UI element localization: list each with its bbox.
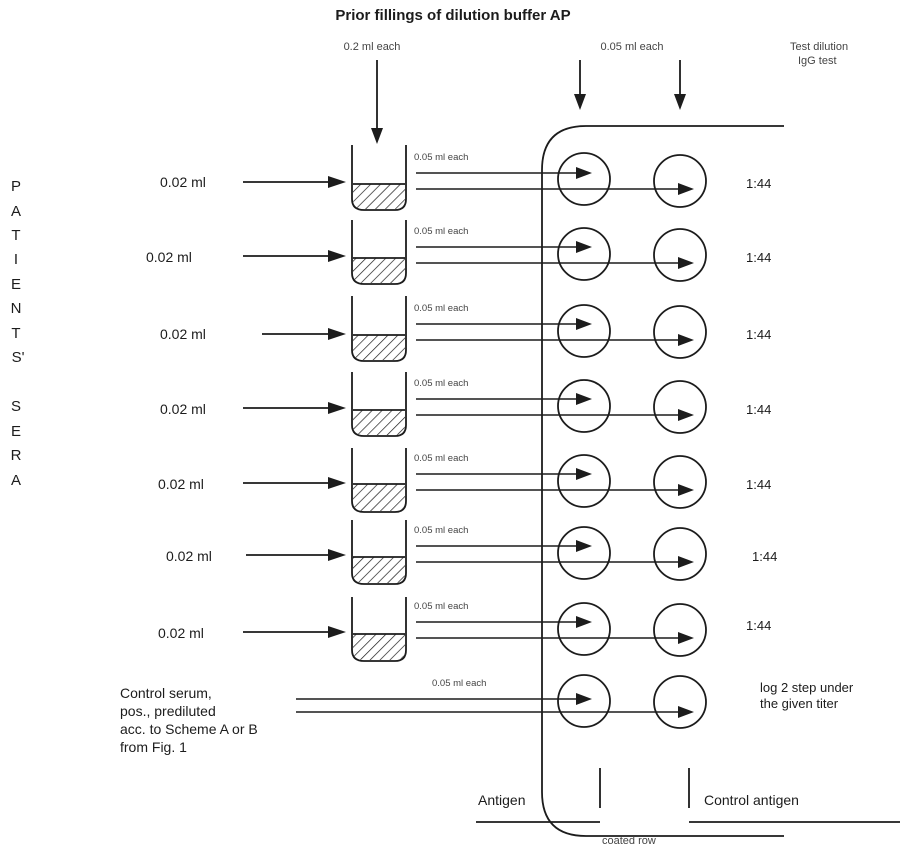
row-dilution: 1:44	[746, 327, 771, 342]
row-volume: 0.02 ml	[146, 249, 192, 265]
patient-row: 0.02 ml 0.05 ml each 1:44	[158, 448, 771, 513]
row-transfer-label: 0.05 ml each	[414, 601, 468, 612]
row-dilution: 1:44	[746, 250, 771, 265]
patient-row: 0.02 ml 0.05 ml each 1:44	[160, 372, 771, 437]
side-letter-6: N	[11, 300, 22, 317]
row-volume: 0.02 ml	[160, 401, 206, 417]
fill-label-right: 0.05 ml each	[601, 41, 664, 53]
row-dilution: 1:44	[746, 402, 771, 417]
row-volume: 0.02 ml	[158, 625, 204, 641]
control-antigen-label: Control antigen	[704, 792, 799, 808]
side-letter-7: T	[11, 325, 20, 342]
row-volume: 0.02 ml	[166, 548, 212, 564]
row-dilution: 1:44	[752, 549, 777, 564]
row-volume: 0.02 ml	[158, 476, 204, 492]
row-transfer-label: 0.05 ml each	[414, 152, 468, 163]
patient-row: 0.02 ml 0.05 ml each 1:44	[158, 597, 771, 662]
side-letter-9: S	[11, 398, 21, 415]
side-letter-3: T	[11, 227, 20, 244]
patient-row: 0.02 ml 0.05 ml each 1:44	[146, 220, 771, 285]
patient-row: 0.02 ml 0.05 ml each 1:44	[160, 296, 771, 362]
coated-row-label: coated row	[602, 835, 656, 847]
row-dilution: 1:44	[746, 477, 771, 492]
side-letter-4: I	[14, 251, 18, 268]
fill-arrows	[371, 60, 686, 144]
control-label-line-2: pos., prediluted	[120, 703, 216, 719]
control-transfer-label: 0.05 ml each	[432, 678, 486, 689]
control-note-line-2: the given titer	[760, 696, 839, 711]
side-letter-2: A	[11, 203, 21, 220]
row-dilution: 1:44	[746, 176, 771, 191]
control-label-line-1: Control serum,	[120, 685, 212, 701]
side-letter-5: E	[11, 276, 21, 293]
control-row: Control serum, pos., prediluted acc. to …	[120, 674, 854, 755]
side-letter-11: R	[11, 447, 22, 464]
patient-row: 0.02 ml 0.05 ml each 1:44	[160, 145, 771, 211]
row-transfer-label: 0.05 ml each	[414, 453, 468, 464]
control-note-line-1: log 2 step under	[760, 680, 854, 695]
control-label-line-4: from Fig. 1	[120, 739, 187, 755]
side-letter-1: P	[11, 178, 21, 195]
row-transfer-label: 0.05 ml each	[414, 525, 468, 536]
row-volume: 0.02 ml	[160, 174, 206, 190]
row-dilution: 1:44	[746, 618, 771, 633]
plate-outline	[541, 125, 784, 837]
coated-row-brackets	[476, 768, 900, 823]
patient-row: 0.02 ml 0.05 ml each 1:44	[166, 520, 777, 585]
row-volume: 0.02 ml	[160, 326, 206, 342]
row-transfer-label: 0.05 ml each	[414, 303, 468, 314]
diagram-title: Prior fillings of dilution buffer AP	[335, 7, 570, 24]
dilution-header-line-1: Test dilution	[790, 41, 848, 53]
side-letter-8: S'	[12, 349, 25, 366]
side-label: P A T I E N T S' S E R A	[11, 178, 25, 489]
dilution-header-line-2: IgG test	[798, 55, 837, 67]
side-letter-10: E	[11, 423, 21, 440]
side-letter-12: A	[11, 472, 21, 489]
row-transfer-label: 0.05 ml each	[414, 226, 468, 237]
control-label-line-3: acc. to Scheme A or B	[120, 721, 258, 737]
antigen-label: Antigen	[478, 792, 525, 808]
fill-label-left: 0.2 ml each	[344, 41, 401, 53]
row-transfer-label: 0.05 ml each	[414, 378, 468, 389]
